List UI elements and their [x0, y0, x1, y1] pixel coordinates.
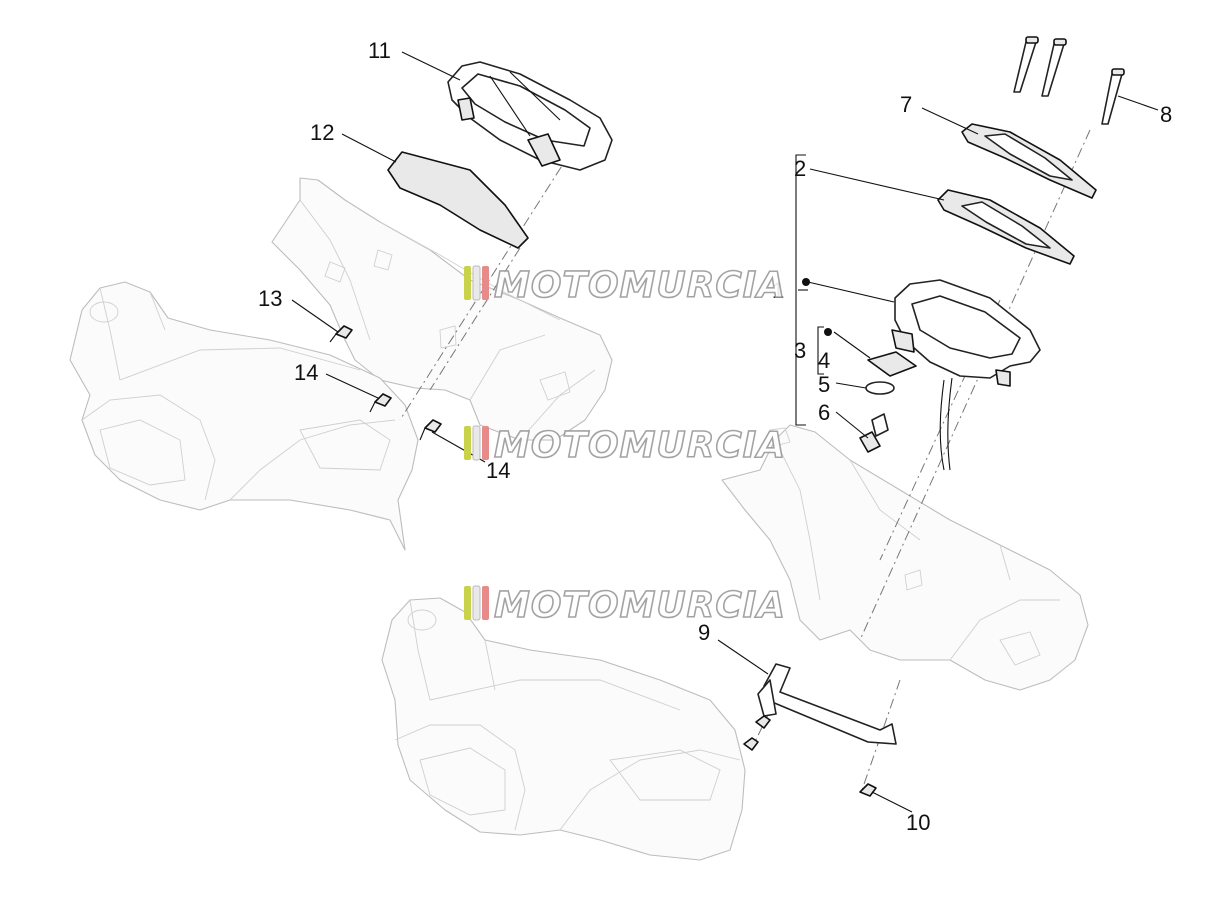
callout-1: 1 [772, 278, 784, 303]
callout-10: 10 [906, 810, 930, 835]
callout-2: 2 [794, 156, 806, 181]
lens-part-12 [387, 151, 529, 249]
callout-8: 8 [1160, 102, 1172, 127]
callout-11: 11 [368, 38, 391, 63]
callout-14-a: 14 [294, 360, 318, 385]
group-1-dot [802, 278, 810, 286]
callout-9: 9 [698, 620, 710, 645]
watermark-text-1: MOTOMURCIA [494, 265, 786, 306]
callout-labels: 11 12 13 14 14 7 8 2 1 3 4 5 6 9 10 [258, 38, 1172, 835]
bracket-part-9 [743, 663, 897, 751]
screw-part-14-b [419, 419, 442, 441]
group-3-dot [824, 328, 832, 336]
instrument-cluster-part-1 [891, 279, 1041, 471]
cap-part-6 [859, 413, 889, 453]
callout-7: 7 [900, 92, 912, 117]
bulb-part-4 [867, 351, 917, 377]
frame-part-7 [961, 123, 1097, 199]
lower-front-handlebar-cover [381, 597, 746, 861]
screw-part-10 [859, 783, 877, 797]
callout-12: 12 [310, 120, 334, 145]
right-rear-handlebar-cover [721, 424, 1089, 691]
instrument-panel-part-11 [447, 61, 613, 171]
watermark-1: MOTOMURCIA [464, 264, 786, 307]
callout-4: 4 [818, 348, 830, 373]
bolts-part-8 [1013, 36, 1125, 125]
left-front-handlebar-cover [69, 281, 419, 551]
callout-13: 13 [258, 286, 282, 311]
watermark-3: MOTOMURCIA [464, 584, 786, 627]
watermark-text-2: MOTOMURCIA [494, 425, 786, 466]
callout-5: 5 [818, 372, 830, 397]
callout-3: 3 [794, 338, 806, 363]
glass-part-2 [937, 189, 1075, 265]
gasket-part-5 [865, 381, 895, 395]
callout-14-b: 14 [486, 458, 510, 483]
watermark-text-3: MOTOMURCIA [494, 585, 786, 626]
callout-6: 6 [818, 400, 830, 425]
watermark-2: MOTOMURCIA [464, 424, 786, 467]
screw-part-13 [329, 325, 353, 343]
screw-part-14-a [369, 393, 392, 413]
